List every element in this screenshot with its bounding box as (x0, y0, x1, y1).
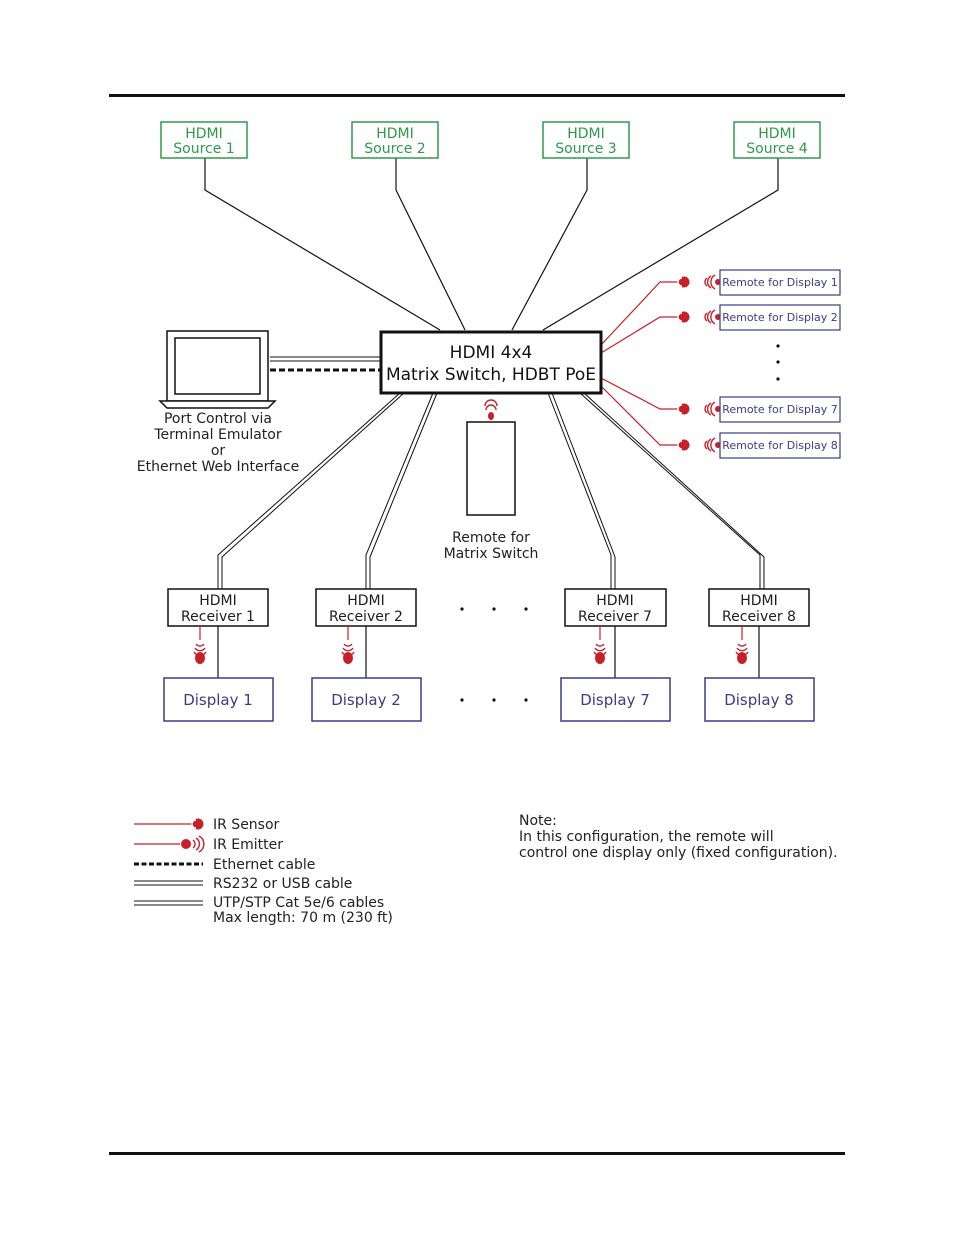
ir-sensor-icon (677, 402, 691, 416)
legend: IR Sensor IR Emitter Ethernet cable RS23… (134, 817, 393, 926)
receiver-8: HDMI Receiver 8 (708, 588, 810, 627)
note: Note: In this configuration, the remote … (519, 813, 838, 861)
port-control-line1: Port Control via (164, 411, 272, 427)
laptop-icon (158, 330, 277, 409)
ir-sensor-lines (600, 281, 684, 446)
source-box-4: HDMI Source 4 (733, 121, 821, 159)
ir-wave-icon (704, 437, 722, 453)
source-3-line2: Source 3 (555, 141, 616, 157)
ir-emitter-icon (180, 835, 205, 853)
display-ellipsis (460, 698, 528, 702)
source-3-line1: HDMI (567, 126, 605, 142)
ir-sensor-icon (677, 310, 691, 324)
receiver-7-line2: Receiver 7 (578, 609, 652, 625)
matrix-remote-line2: Matrix Switch (444, 546, 539, 562)
matrix-remote-icon (466, 399, 516, 516)
remote-display-7: Remote for Display 7 (719, 396, 841, 423)
matrix-switch: HDMI 4x4 Matrix Switch, HDBT PoE (379, 330, 603, 395)
receiver-2-line1: HDMI (347, 593, 385, 609)
remote-display-1: Remote for Display 1 (719, 269, 841, 296)
ir-emitter-icon (193, 643, 207, 665)
receiver-8-line2: Receiver 8 (722, 609, 796, 625)
display-7-label: Display 7 (580, 691, 650, 709)
receiver-8-line1: HDMI (740, 593, 778, 609)
receiver-7-line1: HDMI (596, 593, 634, 609)
matrix-remote-line1: Remote for (452, 530, 530, 546)
receiver-2: HDMI Receiver 2 (315, 588, 417, 627)
ir-wave-icon (704, 309, 722, 325)
remote-display-8: Remote for Display 8 (719, 432, 841, 459)
display-7: Display 7 (560, 677, 671, 722)
source-cables (204, 158, 779, 331)
receiver-1: HDMI Receiver 1 (167, 588, 269, 627)
ir-emitter-icon (341, 643, 355, 665)
remote-display-8-label: Remote for Display 8 (722, 439, 838, 452)
display-2: Display 2 (311, 677, 422, 722)
rs232-cable (270, 356, 381, 362)
switch-subtitle: Matrix Switch, HDBT PoE (386, 365, 596, 385)
display-8: Display 8 (704, 677, 815, 722)
display-1-label: Display 1 (183, 691, 253, 709)
remote-display-2: Remote for Display 2 (719, 304, 841, 331)
display-2-label: Display 2 (331, 691, 401, 709)
legend-ethernet: Ethernet cable (213, 857, 315, 873)
receiver-7: HDMI Receiver 7 (564, 588, 667, 627)
display-1: Display 1 (163, 677, 274, 722)
ir-sensor-icon (677, 275, 691, 289)
note-line1: In this configuration, the remote will (519, 829, 774, 845)
remote-display-2-label: Remote for Display 2 (722, 311, 838, 324)
receiver-display-links (199, 626, 760, 678)
ir-wave-icon (704, 401, 722, 417)
receiver-1-line1: HDMI (199, 593, 237, 609)
source-2-line2: Source 2 (364, 141, 425, 157)
source-box-2: HDMI Source 2 (351, 121, 439, 159)
source-box-3: HDMI Source 3 (542, 121, 630, 159)
note-line2: control one display only (fixed configur… (519, 845, 838, 861)
legend-ir-emitter: IR Emitter (213, 837, 283, 853)
ir-sensor-icon (677, 438, 691, 452)
source-4-line2: Source 4 (746, 141, 808, 157)
legend-utp-line1: UTP/STP Cat 5e/6 cables (213, 895, 384, 911)
legend-utp-line2: Max length: 70 m (230 ft) (213, 910, 393, 926)
ir-emitter-icon (735, 643, 749, 665)
source-1-line2: Source 1 (173, 141, 234, 157)
display-8-label: Display 8 (724, 691, 794, 709)
ir-emitter-icon (593, 643, 607, 665)
top-rule (109, 94, 845, 97)
source-1-line1: HDMI (185, 126, 223, 142)
receiver-ellipsis (460, 607, 528, 611)
port-control-line4: Ethernet Web Interface (137, 459, 299, 475)
port-control-line2: Terminal Emulator (153, 427, 281, 443)
bottom-rule (109, 1152, 845, 1155)
receiver-2-line2: Receiver 2 (329, 609, 403, 625)
port-control-line3: or (211, 443, 226, 459)
ir-wave-icon (704, 274, 722, 290)
utp-cables (217, 392, 765, 590)
remote-ellipsis (776, 344, 780, 381)
note-title: Note: (519, 813, 557, 829)
remote-display-7-label: Remote for Display 7 (722, 403, 838, 416)
legend-ir-sensor: IR Sensor (213, 817, 280, 833)
remote-display-1-label: Remote for Display 1 (722, 276, 838, 289)
ir-sensor-icon (191, 817, 205, 831)
source-box-1: HDMI Source 1 (160, 121, 248, 159)
source-4-line1: HDMI (758, 126, 796, 142)
receiver-1-line2: Receiver 1 (181, 609, 255, 625)
source-2-line1: HDMI (376, 126, 414, 142)
legend-rs232: RS232 or USB cable (213, 876, 352, 892)
switch-title: HDMI 4x4 (450, 343, 533, 363)
